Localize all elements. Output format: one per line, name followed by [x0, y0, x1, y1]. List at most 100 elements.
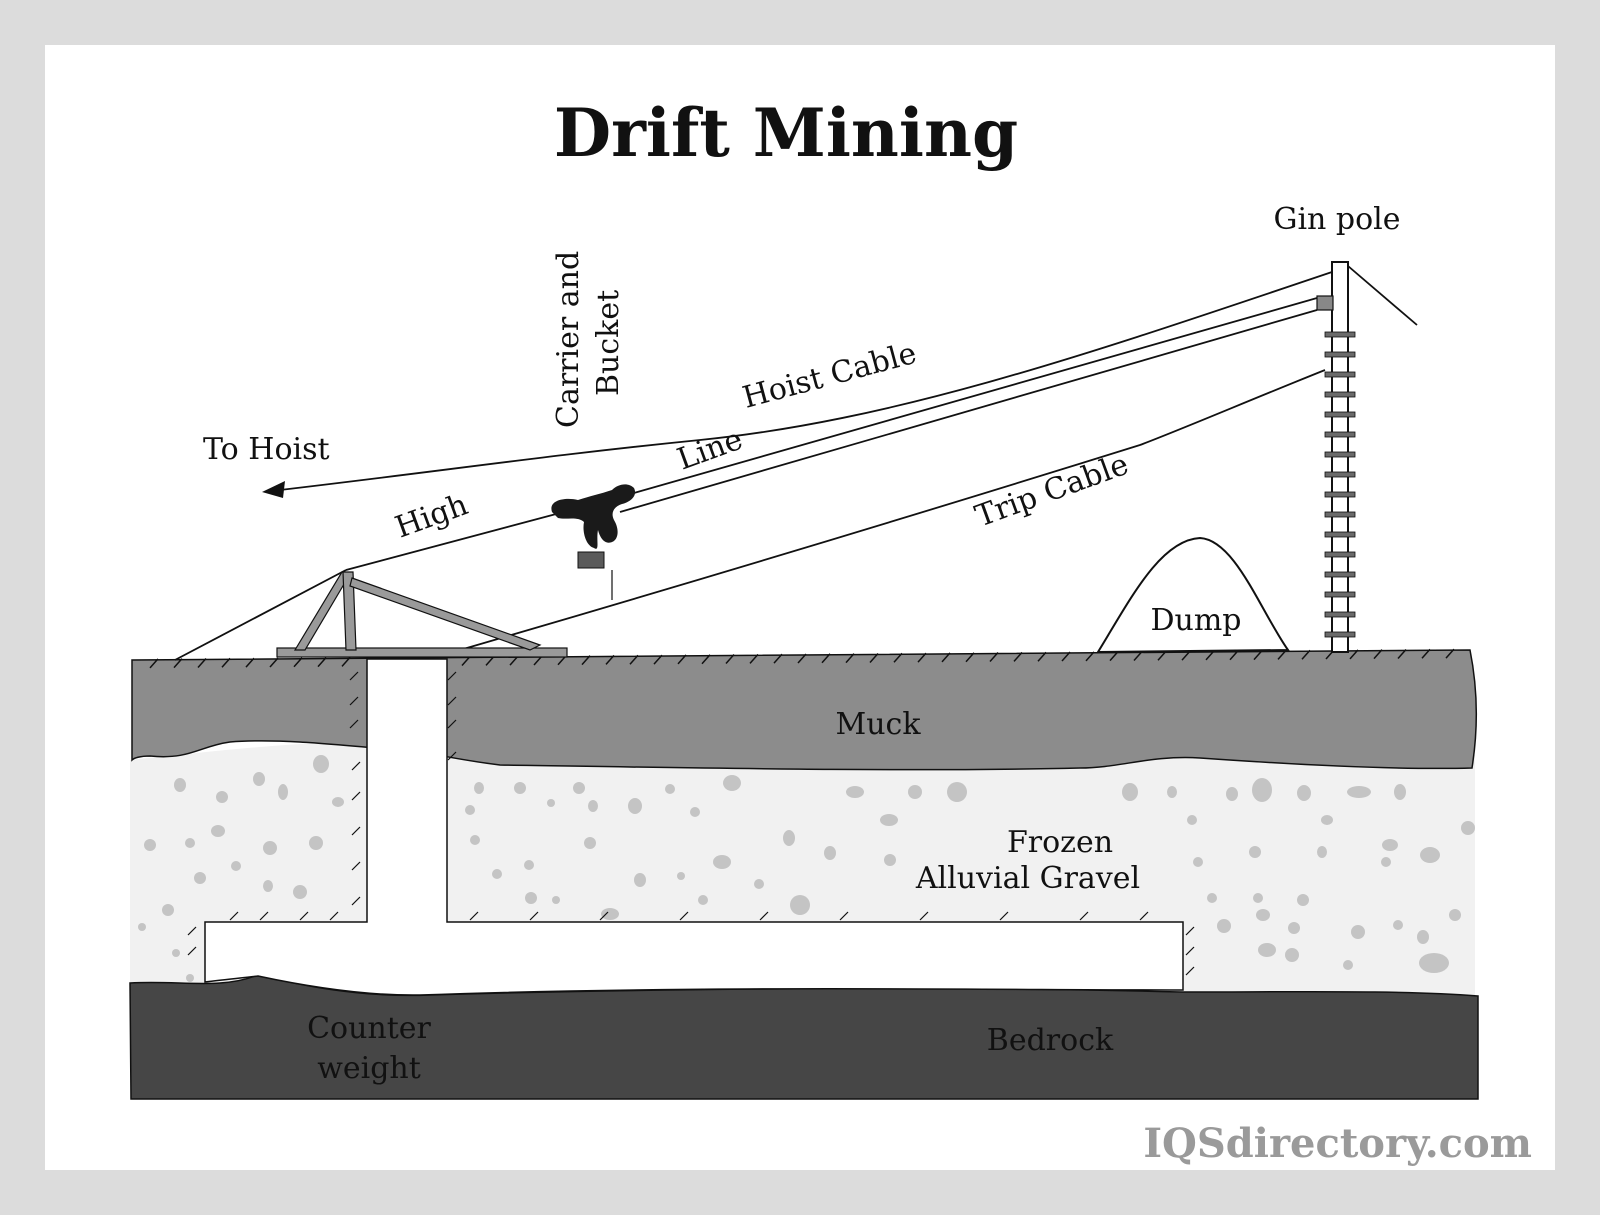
ladder-rung	[1324, 371, 1356, 378]
bedrock-label: Bedrock	[987, 1023, 1114, 1058]
watermark: IQSdirectory.com	[1143, 1120, 1532, 1167]
ground-hatch	[173, 658, 183, 669]
gravel-stone	[677, 872, 685, 880]
gravel-stone	[162, 904, 174, 916]
gravel-stone	[1253, 893, 1263, 903]
gravel-stone	[690, 807, 700, 817]
gravel-stone	[231, 861, 241, 871]
ground-hatch	[797, 653, 807, 664]
gravel-stone	[908, 785, 922, 799]
gravel-stone	[754, 879, 764, 889]
hoist-cable	[279, 271, 1333, 491]
ground-hatch	[845, 653, 855, 664]
gravel-stone	[824, 846, 836, 860]
gravel-stone	[698, 895, 708, 905]
ground-hatch	[893, 652, 903, 663]
ground-hatch	[269, 657, 279, 668]
high-label: High	[391, 487, 473, 545]
ladder-rung	[1324, 631, 1356, 638]
alluvial-gravel-label: Alluvial Gravel	[915, 861, 1140, 896]
gravel-stone	[880, 814, 898, 826]
head-frame-base	[276, 647, 568, 658]
gin-pole-label: Gin pole	[1273, 202, 1400, 237]
ladder-rung	[1324, 611, 1356, 618]
gravel-stone	[1252, 778, 1272, 802]
high-line	[345, 297, 1318, 571]
ground-hatch	[629, 654, 639, 665]
gravel-stone	[1297, 894, 1309, 906]
ground-hatch	[1157, 650, 1167, 661]
ground-hatch	[293, 657, 303, 668]
ground-hatch	[1013, 651, 1023, 662]
ladder-rung	[1324, 411, 1356, 418]
ground-hatch	[341, 656, 351, 667]
gravel-stone	[588, 800, 598, 812]
high-line-lower	[619, 309, 1318, 513]
gravel-stone	[1461, 821, 1475, 835]
ladder-rung	[1324, 511, 1356, 518]
ground-hatch	[1085, 651, 1095, 662]
ground-hatch	[581, 655, 591, 666]
gravel-stones	[138, 755, 1475, 982]
bucket	[577, 551, 605, 569]
gravel-stone	[846, 786, 864, 798]
gravel-stone	[1249, 846, 1261, 858]
gravel-stone	[174, 778, 186, 792]
gravel-stone	[1187, 815, 1197, 825]
carrier	[551, 484, 636, 549]
gravel-stone	[492, 869, 502, 879]
gravel-stone	[278, 784, 288, 800]
gravel-stone	[723, 775, 741, 791]
muck-label: Muck	[835, 707, 921, 742]
ground-hatch	[701, 654, 711, 665]
to-hoist-arrow-icon	[262, 481, 285, 498]
gravel-stone	[1297, 785, 1311, 801]
gravel-stone	[1258, 943, 1276, 957]
ladder-rung	[1324, 491, 1356, 498]
ground-hatch	[317, 657, 327, 668]
ground-hatch	[1229, 650, 1239, 661]
gravel-stone	[547, 799, 555, 807]
ladder-rung	[1324, 431, 1356, 438]
gravel-stone	[1256, 909, 1270, 921]
gravel-stone	[1226, 787, 1238, 801]
ground-hatch	[1373, 649, 1383, 660]
surface-hatching	[149, 648, 1455, 669]
gravel-stone	[1419, 953, 1449, 973]
gravel-stone	[1343, 960, 1353, 970]
ground-hatch	[245, 657, 255, 668]
gravel-stone	[1381, 857, 1391, 867]
ground-hatch	[653, 654, 663, 665]
gravel-stone	[947, 782, 967, 802]
ground-hatch	[1205, 650, 1215, 661]
ground-hatch	[197, 657, 207, 668]
gravel-stone	[713, 855, 731, 869]
gravel-stone	[665, 784, 675, 794]
carrier-label-line1: Carrier and	[551, 251, 586, 428]
counter-label: Counter	[307, 1011, 431, 1046]
anchor-line	[174, 569, 347, 661]
ladder-rung	[1324, 551, 1356, 558]
ground-hatch	[605, 654, 615, 665]
head-frame-strut-left	[293, 571, 351, 651]
gravel-stone	[1382, 839, 1398, 851]
gravel-stone	[1317, 846, 1327, 858]
ground-hatch	[917, 652, 927, 663]
ground-hatch	[221, 657, 231, 668]
gravel-stone	[884, 854, 896, 866]
gravel-stone	[194, 872, 206, 884]
gravel-stone	[601, 908, 619, 920]
ground-hatch	[461, 656, 471, 667]
ground-hatch	[821, 653, 831, 664]
ground-hatch	[725, 654, 735, 665]
gravel-stone	[186, 974, 194, 982]
gravel-stone	[332, 797, 344, 807]
gravel-stone	[474, 782, 484, 794]
gravel-stone	[1347, 786, 1371, 798]
shaft-and-drift	[204, 658, 1184, 996]
ground-hatch	[1301, 649, 1311, 660]
ground-hatch	[869, 652, 879, 663]
ground-hatch	[773, 653, 783, 664]
gravel-stone	[313, 755, 329, 773]
